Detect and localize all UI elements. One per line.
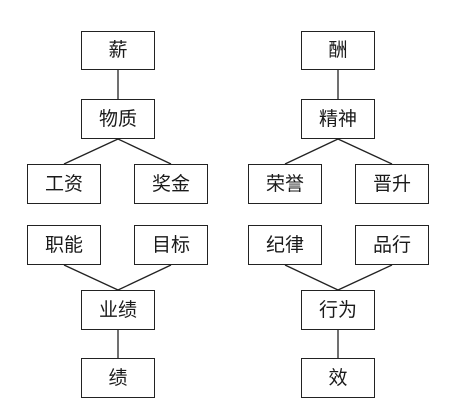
node-xingwei: 行为 — [301, 290, 375, 330]
node-rongyu: 荣誉 — [248, 164, 322, 204]
link-jilv-xingwei — [284, 264, 339, 291]
node-jiangjin: 奖金 — [134, 164, 208, 204]
link-wuzhi-jiangjin — [117, 138, 172, 165]
node-yeji: 业绩 — [81, 290, 155, 330]
link-wuzhi-gongzi — [63, 138, 119, 165]
node-wuzhi: 物质 — [81, 99, 155, 139]
node-chou: 酬 — [301, 31, 375, 70]
link-zhineng-yeji — [63, 264, 119, 291]
node-jingshen: 精神 — [301, 99, 375, 139]
node-jinsheng: 晋升 — [355, 164, 429, 204]
link-pinxing-xingwei — [337, 264, 393, 291]
link-jingshen-jinsheng — [337, 138, 393, 165]
link-mubiao-yeji — [117, 264, 172, 291]
node-jilv: 纪律 — [248, 225, 322, 265]
link-jingshen-rongyu — [284, 138, 339, 165]
node-xin: 薪 — [81, 31, 155, 70]
node-zhineng: 职能 — [27, 225, 101, 265]
node-gongzi: 工资 — [27, 164, 101, 204]
node-ji: 绩 — [81, 358, 155, 398]
node-pinxing: 品行 — [355, 225, 429, 265]
node-mubiao: 目标 — [134, 225, 208, 265]
node-xiao: 效 — [301, 358, 375, 398]
